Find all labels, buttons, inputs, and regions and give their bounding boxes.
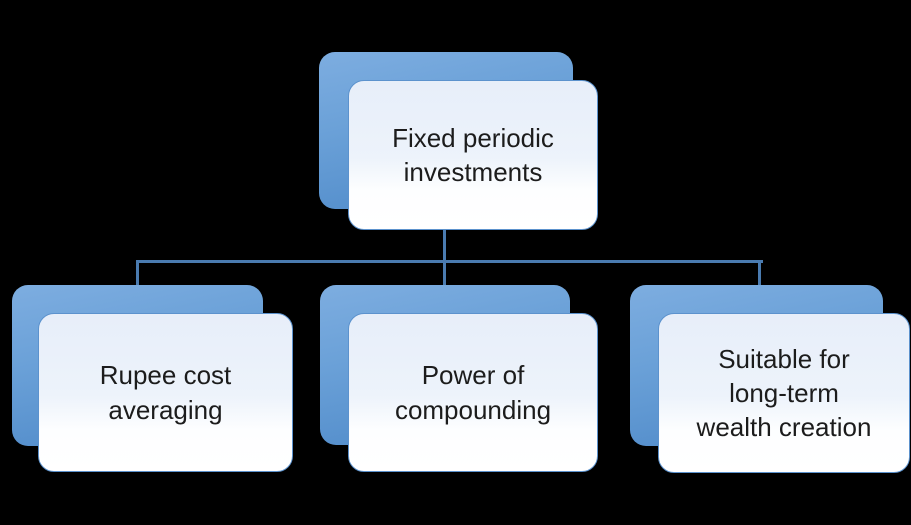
root-node: Fixed periodic investments <box>348 80 598 230</box>
child-node-label: Power of compounding <box>394 360 552 425</box>
root-node-label: Fixed periodic investments <box>392 122 554 187</box>
child-node-long-term-wealth: Suitable for long-term wealth creation <box>658 313 910 473</box>
connector-root-stub <box>443 229 446 262</box>
child-node-label: Suitable for long-term wealth creation <box>696 343 872 443</box>
connector-drop-right <box>758 260 761 287</box>
child-node-rupee-cost-averaging: Rupee cost averaging <box>38 313 293 472</box>
child-node-label: Rupee cost averaging <box>99 360 232 425</box>
connector-horizontal <box>136 260 763 263</box>
child-node-power-of-compounding: Power of compounding <box>348 313 598 472</box>
connector-drop-center <box>443 260 446 287</box>
connector-drop-left <box>136 260 139 287</box>
